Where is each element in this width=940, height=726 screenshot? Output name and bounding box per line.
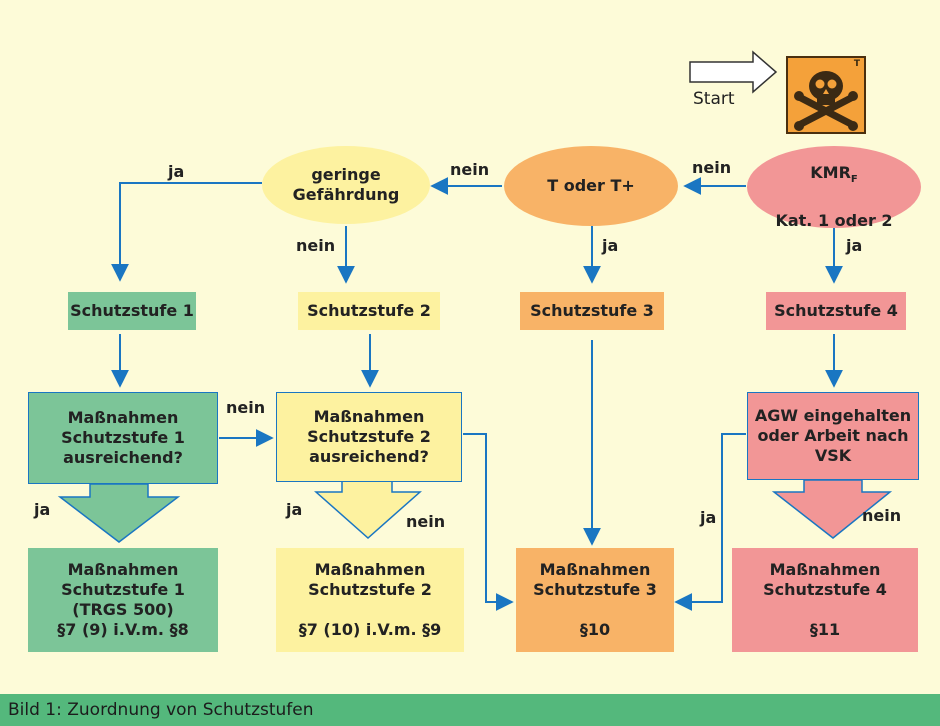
check-schutzstufe-1: Maßnahmen Schutzstufe 1 ausreichend? [28, 392, 218, 484]
m4-text: Maßnahmen Schutzstufe 4 §11 [763, 560, 887, 639]
hazard-symbol: T [786, 56, 866, 134]
label-ja-geringe-to-stufe1: ja [168, 162, 185, 181]
massnahmen-schutzstufe-4: Maßnahmen Schutzstufe 4 §11 [732, 548, 918, 652]
label-ja-check1: ja [34, 500, 51, 519]
check-4-text: AGW eingehalten oder Arbeit nach VSK [754, 406, 912, 465]
t-oder-t-plus-label: T oder T+ [547, 176, 635, 195]
schutzstufe-3-label: Schutzstufe 3 [530, 301, 654, 320]
massnahmen-schutzstufe-1: Maßnahmen Schutzstufe 1 (TRGS 500) §7 (9… [28, 548, 218, 652]
decision-kmr: KMRF Kat. 1 oder 2 [747, 146, 921, 230]
label-nein-geringe-to-stufe2: nein [296, 236, 336, 255]
arrow-geringe-to-stufe1 [111, 182, 262, 282]
m1-text: Maßnahmen Schutzstufe 1 (TRGS 500) §7 (9… [57, 560, 189, 639]
check-2-text: Maßnahmen Schutzstufe 2 ausreichend? [307, 407, 431, 466]
start-label: Start [693, 89, 735, 109]
arrow-check2-to-m3 [463, 433, 514, 611]
label-nein-check2-to-m3: nein [406, 512, 446, 531]
schutzstufe-3-box: Schutzstufe 3 [520, 292, 664, 330]
label-ja-kmr-to-stufe4: ja [846, 236, 863, 255]
label-nein-kmr-to-t: nein [692, 158, 732, 177]
label-nein-t-to-geringe: nein [450, 160, 490, 179]
label-ja-check4-to-m3: ja [700, 508, 717, 527]
massnahmen-schutzstufe-2: Maßnahmen Schutzstufe 2 §7 (10) i.V.m. §… [276, 548, 464, 652]
arrow-check4-to-m3 [674, 433, 746, 611]
label-nein-check1-to-check2: nein [226, 398, 266, 417]
schutzstufe-2-label: Schutzstufe 2 [307, 301, 431, 320]
block-arrow-check2 [314, 479, 422, 540]
check-1-text: Maßnahmen Schutzstufe 1 ausreichend? [61, 408, 185, 467]
check-agw: AGW eingehalten oder Arbeit nach VSK [747, 392, 919, 480]
decision-geringe-gefaehrdung: geringe Gefährdung [262, 146, 430, 224]
schutzstufe-2-box: Schutzstufe 2 [298, 292, 440, 330]
geringe-gefaehrdung-label: geringe Gefährdung [292, 165, 400, 204]
m3-text: Maßnahmen Schutzstufe 3 §10 [533, 560, 657, 639]
kmr-category-label: Kat. 1 oder 2 [775, 210, 893, 230]
kmr-label: KMR [810, 163, 851, 183]
schutzstufe-1-label: Schutzstufe 1 [70, 301, 194, 320]
m2-text: Maßnahmen Schutzstufe 2 §7 (10) i.V.m. §… [298, 560, 442, 639]
check-schutzstufe-2: Maßnahmen Schutzstufe 2 ausreichend? [276, 392, 462, 482]
label-ja-t-to-stufe3: ja [602, 236, 619, 255]
skull-crossbones-icon [794, 71, 858, 131]
schutzstufe-4-box: Schutzstufe 4 [766, 292, 906, 330]
label-ja-check2: ja [286, 500, 303, 519]
block-arrow-check4 [771, 479, 893, 539]
label-nein-check4: nein [862, 506, 902, 525]
kmr-subscript: F [850, 174, 858, 186]
block-arrow-check1 [57, 483, 181, 543]
figure-caption: Bild 1: Zuordnung von Schutzstufen [0, 694, 940, 726]
start-arrow-icon [689, 50, 778, 94]
massnahmen-schutzstufe-3: Maßnahmen Schutzstufe 3 §10 [516, 548, 674, 652]
schutzstufe-1-box: Schutzstufe 1 [68, 292, 196, 330]
schutzstufe-4-label: Schutzstufe 4 [774, 301, 898, 320]
hazard-letter: T [853, 59, 860, 69]
decision-t-oder-t-plus: T oder T+ [504, 146, 678, 226]
